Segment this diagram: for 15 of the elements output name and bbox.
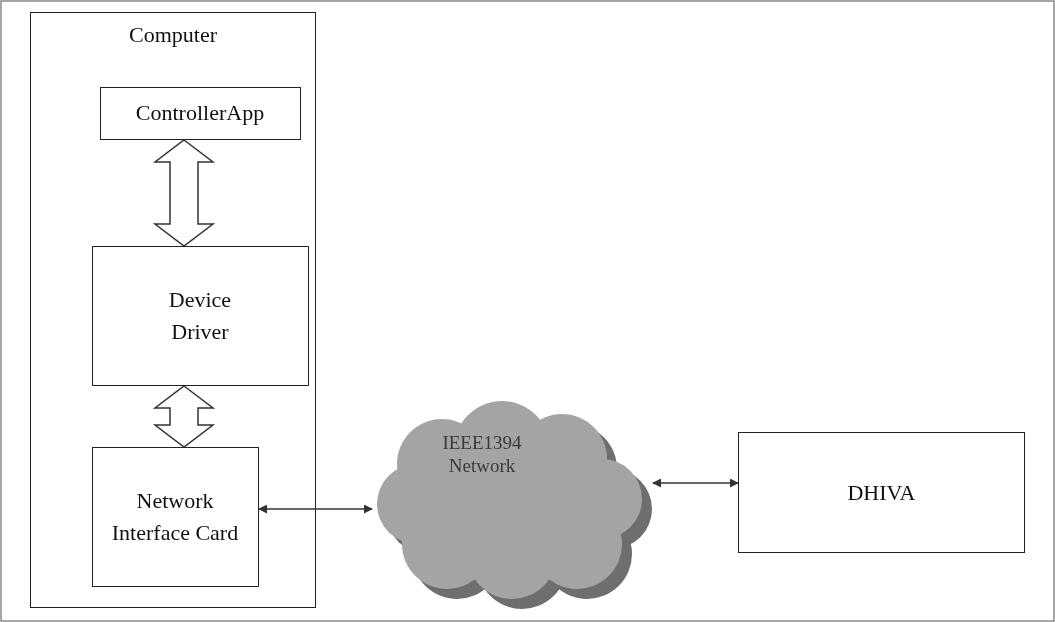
double-block-arrow [152,139,216,247]
process-box [91,446,259,587]
container-title: Computer [128,21,218,49]
double-arrow [258,504,373,514]
box-label: Network Interface Card [110,486,240,547]
box-label: Device Driver [167,285,233,346]
process-box [738,432,1025,553]
double-block-arrow [152,385,216,448]
cloud-label: IEEE1394 Network [441,432,523,478]
box-label: ControllerApp [135,99,265,128]
process-box [99,86,301,140]
container-box [30,12,316,608]
process-box [91,245,309,386]
double-arrow [652,478,739,488]
box-label: DHIVA [847,478,916,507]
